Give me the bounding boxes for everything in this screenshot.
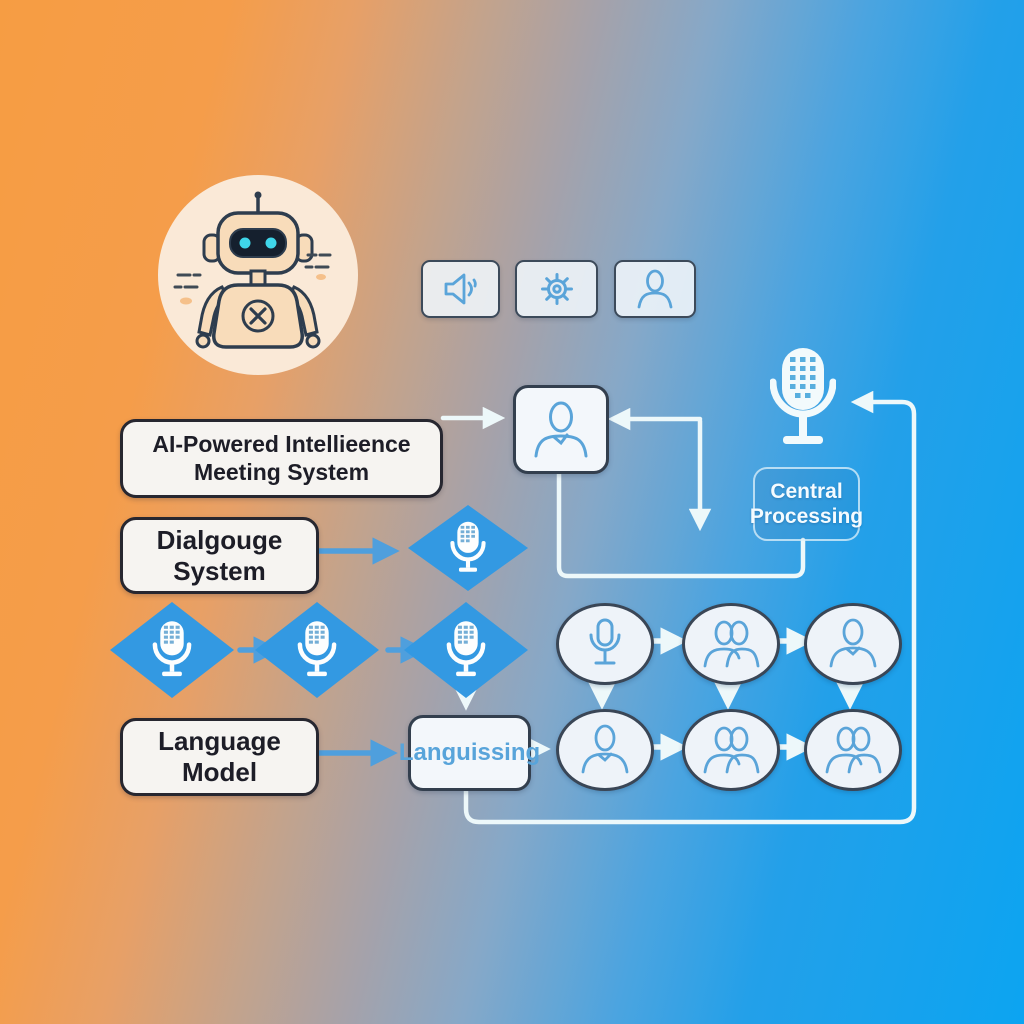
diamond-node-3 — [404, 602, 528, 698]
microphone-icon — [446, 621, 486, 677]
sound-dashes-left — [173, 273, 202, 289]
microphone-outline-icon — [589, 618, 621, 665]
user-icon — [829, 618, 877, 668]
users-icon — [703, 726, 760, 774]
ai-system-label: AI-Powered Intellieence Meeting System — [120, 419, 443, 498]
sound-dashes-right — [304, 253, 332, 269]
person-node — [513, 385, 609, 474]
robot-mascot-badge — [158, 175, 358, 375]
language-label-line2: Model — [181, 757, 258, 787]
ellipse-person-node — [556, 709, 654, 791]
users-icon — [825, 726, 882, 774]
central-label-line2: Processing — [749, 505, 864, 528]
speaker-icon — [444, 273, 477, 305]
language-model-label: Language Model — [120, 718, 319, 796]
user-icon — [534, 401, 588, 457]
users-icon — [703, 620, 760, 668]
microphone-icon — [770, 348, 836, 444]
ellipse-person-node — [804, 603, 902, 685]
connector-feedback-loop — [463, 390, 917, 825]
user-button[interactable] — [614, 260, 696, 318]
ai-system-label-line1: AI-Powered Intellieence — [152, 431, 411, 458]
language-label-line1: Language — [158, 726, 281, 757]
central-processing-label: Central Processing — [749, 467, 864, 541]
settings-button[interactable] — [515, 260, 598, 318]
ellipse-people-node — [682, 709, 780, 791]
dialogue-label-line2: System — [173, 555, 266, 586]
diamond-node-2 — [255, 602, 379, 698]
ellipse-people-node — [804, 709, 902, 791]
dialogue-system-label: Dialgouge System — [120, 517, 319, 594]
dialogue-diamond — [408, 505, 528, 591]
microphone-icon — [297, 621, 337, 677]
languissing-node: Languissing — [399, 715, 540, 791]
languissing-label: Languissing — [398, 739, 541, 766]
microphone-icon — [152, 621, 192, 677]
speaker-button[interactable] — [421, 260, 500, 318]
microphone-icon — [450, 521, 486, 572]
gear-icon — [540, 273, 573, 305]
connector-person-to-central — [556, 466, 806, 579]
user-icon — [637, 269, 673, 309]
robot-icon — [173, 191, 332, 349]
ellipse-people-node — [682, 603, 780, 685]
ellipse-mic-node — [556, 603, 654, 685]
diamond-node-1 — [110, 602, 234, 698]
ai-system-label-line2: Meeting System — [193, 458, 370, 485]
central-label-line1: Central — [770, 479, 843, 503]
dialogue-label-line1: Dialgouge — [156, 524, 283, 555]
user-icon — [581, 724, 629, 774]
